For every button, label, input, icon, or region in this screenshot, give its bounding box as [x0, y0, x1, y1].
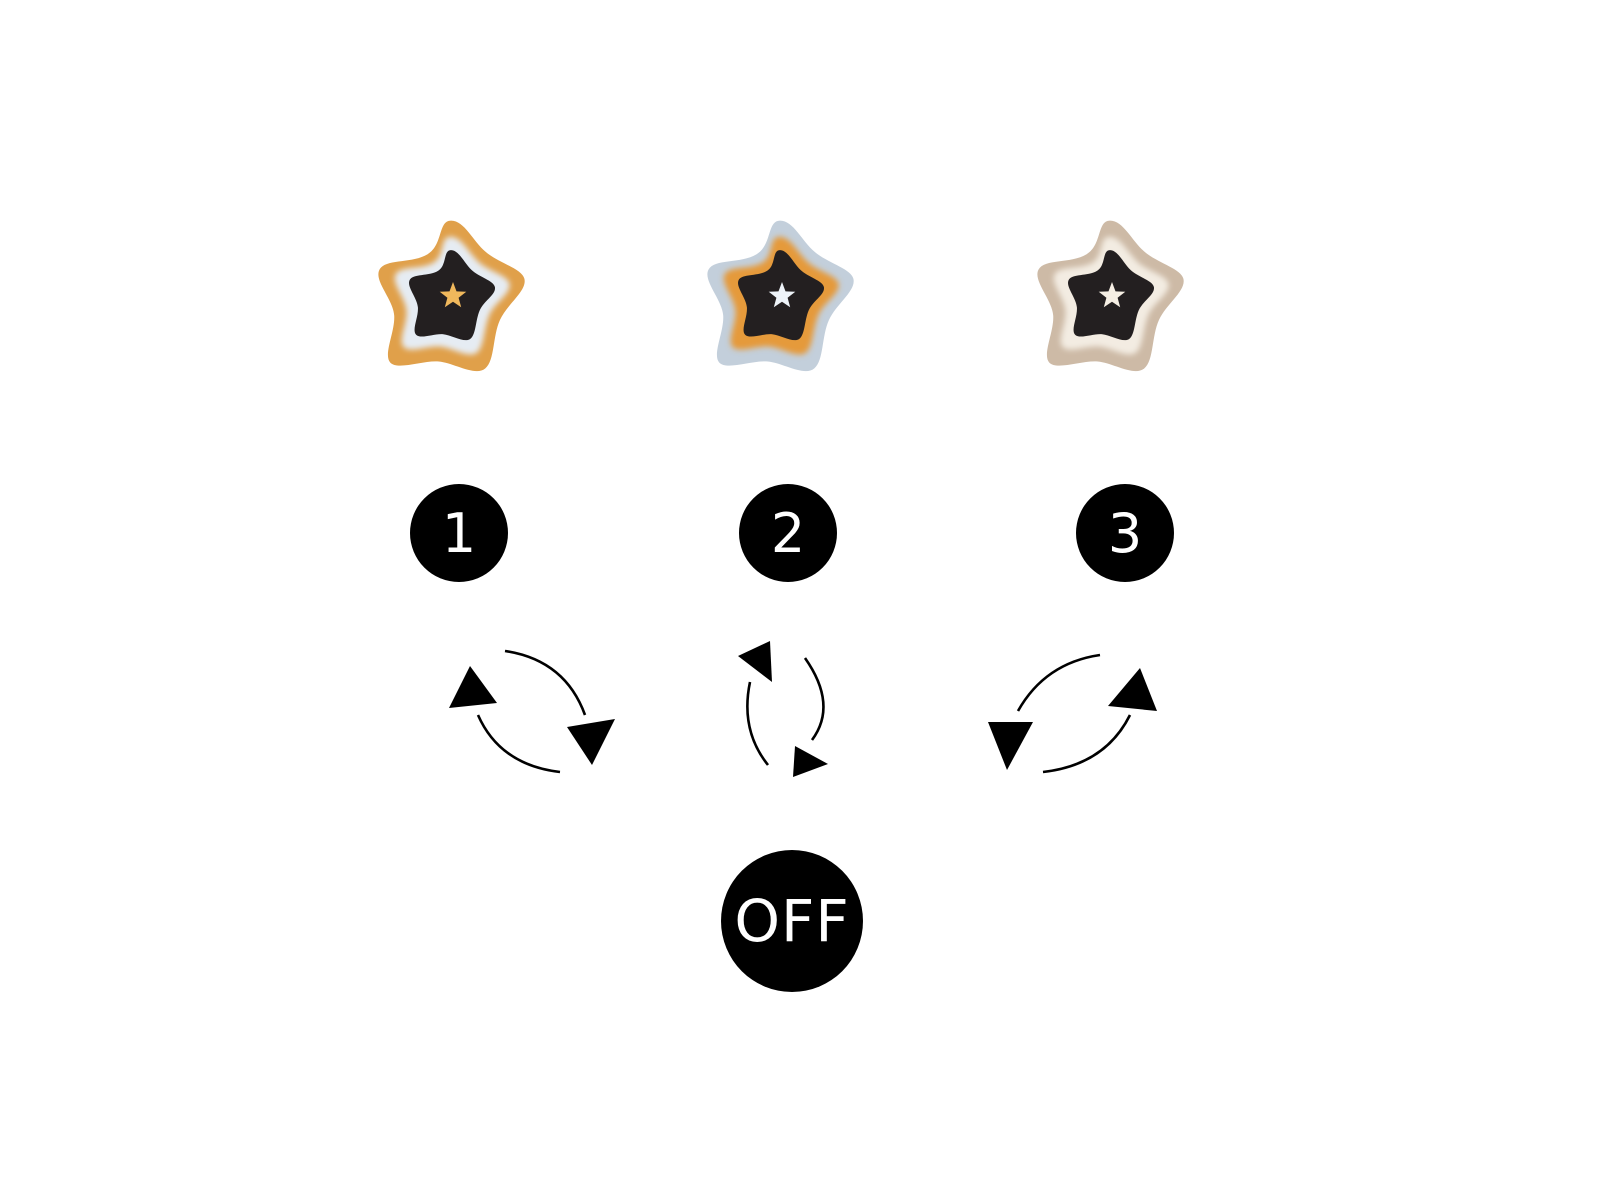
mode-number: 2 [771, 502, 805, 565]
off-badge: OFF [721, 850, 863, 992]
star-lamp-icon [1037, 220, 1184, 372]
arrowhead-down [988, 722, 1033, 770]
star-lamp-icon [707, 220, 854, 372]
arrowhead-down [567, 719, 615, 765]
badge-circle [721, 850, 863, 992]
arc-upper [504, 649, 587, 716]
cycle-arrows-icon [988, 653, 1157, 774]
lamp-mode-1 [378, 220, 525, 372]
arc-right [803, 657, 825, 741]
mode-number: 3 [1108, 502, 1142, 565]
arrowhead-down [793, 746, 828, 777]
cycle-arrows-icon [738, 641, 828, 777]
mode-badge-1: 1 [410, 484, 508, 582]
mode-number: 1 [442, 502, 476, 565]
mode-badge-2: 2 [739, 484, 837, 582]
arrowhead-up [1108, 668, 1157, 711]
arc-upper [1016, 653, 1101, 712]
lamp-mode-2 [707, 220, 854, 372]
cycle-arrows-icon [449, 649, 615, 774]
arc-left [746, 681, 770, 766]
star-lamp-icon [378, 220, 525, 372]
badge-circle [1076, 484, 1174, 582]
badge-circle [410, 484, 508, 582]
mode-badge-3: 3 [1076, 484, 1174, 582]
badge-circle [739, 484, 837, 582]
arc-lower [1042, 714, 1132, 774]
off-label: OFF [734, 887, 849, 955]
arrowhead-up [738, 641, 772, 682]
arc-lower [476, 714, 561, 774]
arrowhead-up [449, 666, 497, 708]
lamp-mode-3 [1037, 220, 1184, 372]
